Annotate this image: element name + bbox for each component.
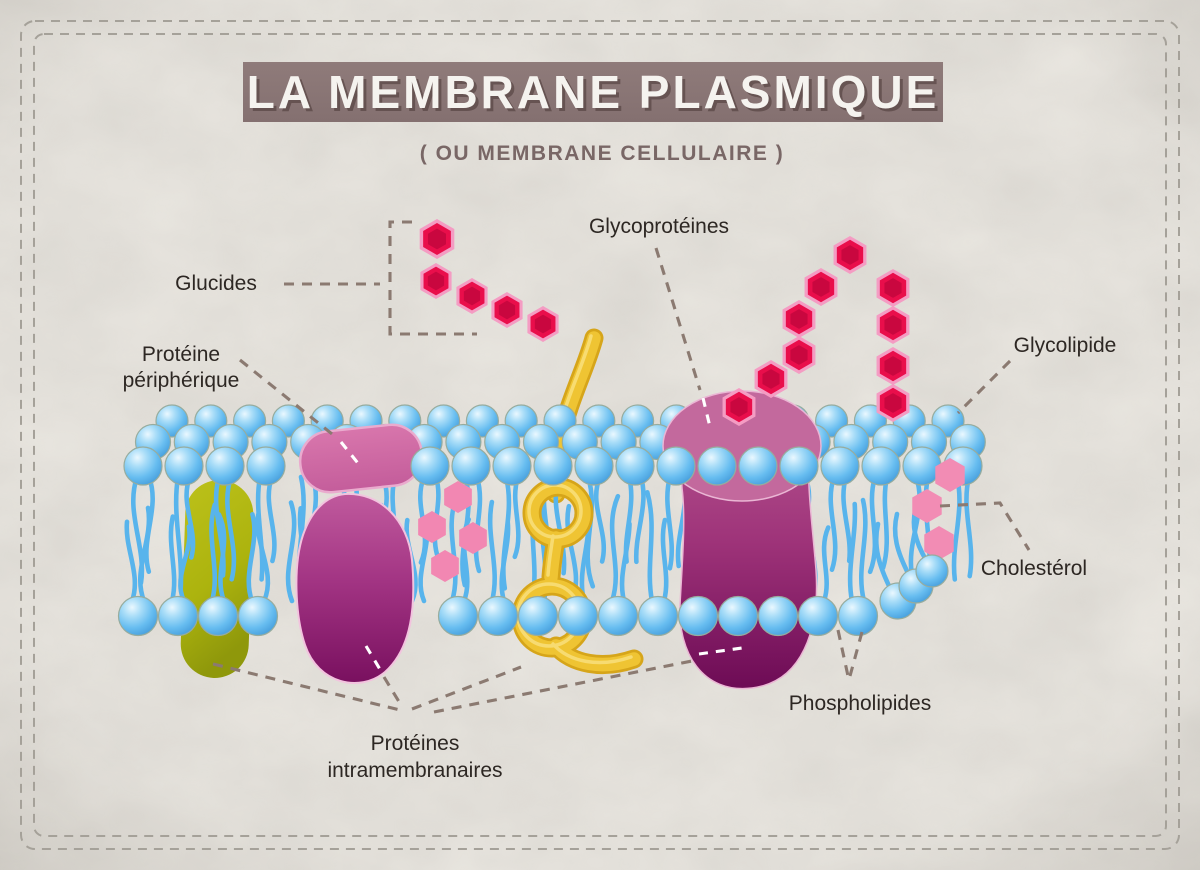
label-glucides: Glucides (175, 272, 257, 295)
outer-dashed-border (20, 20, 1180, 850)
label-glycolipide: Glycolipide (1014, 334, 1117, 357)
glycoproteines-pointer-line-white (701, 397, 713, 432)
title-banner (243, 62, 943, 122)
page-title: LA MEMBRANE PLASMIQUE (247, 66, 940, 118)
phospholipid-row-front (123, 446, 983, 486)
peripherique-pointer-line (239, 358, 338, 440)
glycolipide-pointer-line (956, 359, 1012, 415)
cholesterol-pointer-line (939, 501, 1031, 551)
glycoproteines-pointer-line (654, 247, 702, 391)
label-proteines-intra-line1: Protéines (371, 732, 460, 755)
phospholipid-row-bottom (117, 554, 949, 637)
label-phospholipides: Phospholipides (789, 692, 931, 715)
subtitle: ( OU MEMBRANE CELLULAIRE ) (420, 142, 784, 165)
peripherique-pointer-line-white (339, 441, 363, 468)
intramembranaires-line-glyco-white (698, 646, 743, 656)
glucides-bracket (388, 220, 477, 336)
annotation-lines (212, 220, 1031, 714)
intramembranaires-line-purple-white (364, 645, 383, 672)
label-proteines-intra-line2: intramembranaires (327, 759, 502, 782)
phospholipides-pointer-lines (836, 629, 864, 677)
membrane (117, 336, 986, 690)
label-proteine-peripherique-line1: Protéine (142, 343, 220, 366)
glycoprotein (662, 388, 822, 690)
label-glycoproteines: Glycoprotéines (589, 215, 729, 238)
header: LA MEMBRANE PLASMIQUE LA MEMBRANE PLASMI… (243, 62, 943, 165)
label-proteine-peripherique-line2: périphérique (123, 369, 240, 392)
inner-dashed-border (33, 33, 1167, 837)
intramembranaires-line-olive (212, 662, 405, 713)
intramembranaires-line-yellow (411, 665, 522, 711)
title-shadow: LA MEMBRANE PLASMIQUE (250, 69, 943, 121)
intramembrane-protein-left (295, 492, 415, 685)
labels: Glucides Glycoprotéines Glycolipide Prot… (123, 215, 1117, 782)
intramembranaires-line-purple (382, 676, 403, 706)
intramembranaires-line-glyco (433, 659, 693, 714)
label-cholesterol: Cholestérol (981, 557, 1087, 580)
